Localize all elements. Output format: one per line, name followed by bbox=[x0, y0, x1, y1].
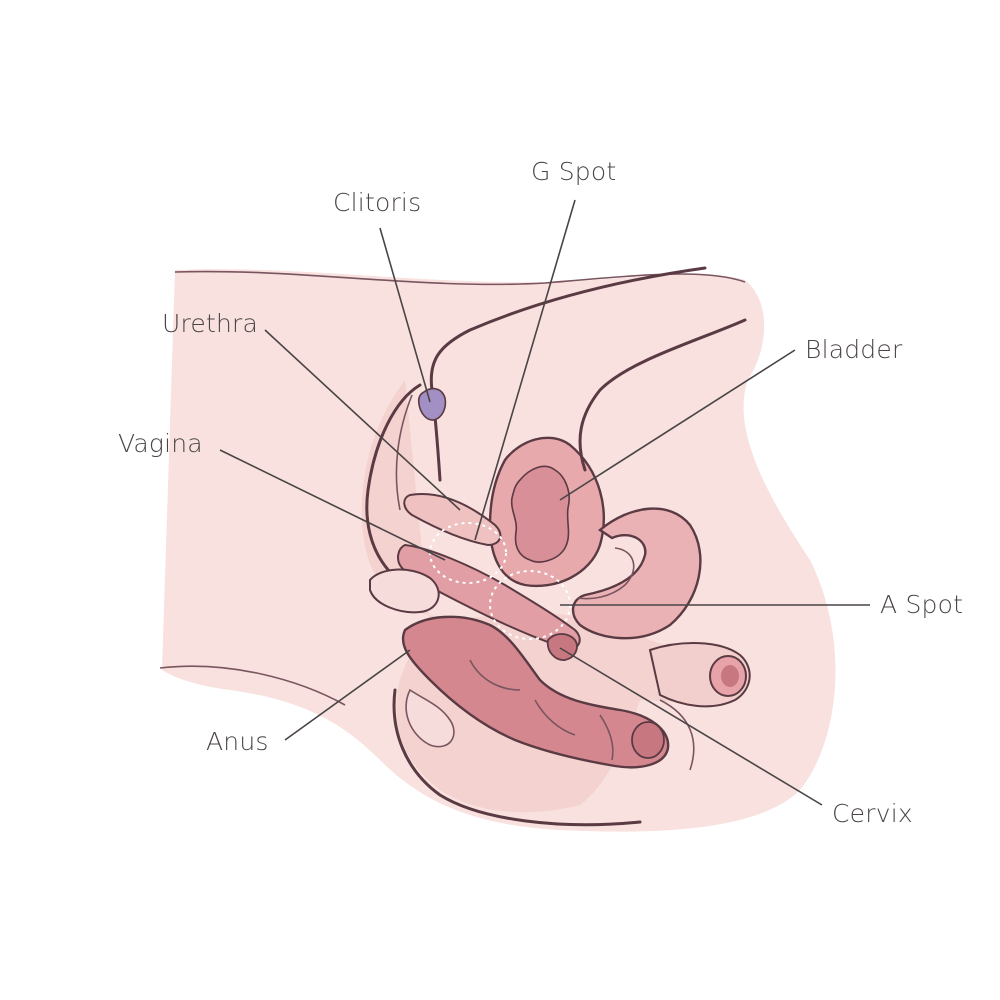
buttock-fold bbox=[405, 688, 455, 748]
bladder-leader bbox=[559, 349, 796, 501]
bladder-inner bbox=[510, 465, 570, 563]
clitoris-leader bbox=[379, 227, 431, 403]
labia-outline bbox=[365, 383, 422, 574]
thigh-end-inner bbox=[721, 665, 739, 687]
buttock-curve bbox=[392, 688, 642, 827]
g-spot-leader bbox=[474, 199, 576, 541]
a-spot-label: A Spot bbox=[880, 590, 963, 619]
bladder-label: Bladder bbox=[805, 335, 903, 364]
right-body-edge bbox=[659, 699, 695, 771]
labia-fold bbox=[369, 568, 440, 614]
rectum-fold-1 bbox=[469, 659, 521, 691]
body-bottom-contour bbox=[159, 665, 346, 706]
rectum-fold-3 bbox=[599, 714, 614, 761]
urethra-tube bbox=[403, 493, 502, 547]
anus-leader bbox=[284, 649, 411, 741]
labia-inner bbox=[395, 394, 413, 511]
anus-label: Anus bbox=[206, 727, 269, 756]
anterior-body-line bbox=[429, 266, 707, 482]
urethra-label: Urethra bbox=[162, 309, 258, 338]
rectum bbox=[401, 615, 670, 769]
cervix-leader bbox=[559, 647, 823, 806]
vagina-label: Vagina bbox=[118, 429, 203, 458]
clitoris-label: Clitoris bbox=[333, 188, 421, 217]
urethra-leader bbox=[264, 329, 461, 511]
rectum-end bbox=[631, 721, 665, 759]
cervix-label: Cervix bbox=[832, 799, 913, 828]
clitoris-shape bbox=[417, 387, 447, 421]
vagina-leader bbox=[219, 449, 446, 561]
body-top-contour bbox=[174, 270, 746, 286]
rectum-fold-2 bbox=[534, 699, 576, 736]
g-spot-label: G Spot bbox=[531, 157, 616, 186]
uterus-inner-line bbox=[577, 547, 635, 600]
posterior-curve bbox=[578, 318, 747, 472]
